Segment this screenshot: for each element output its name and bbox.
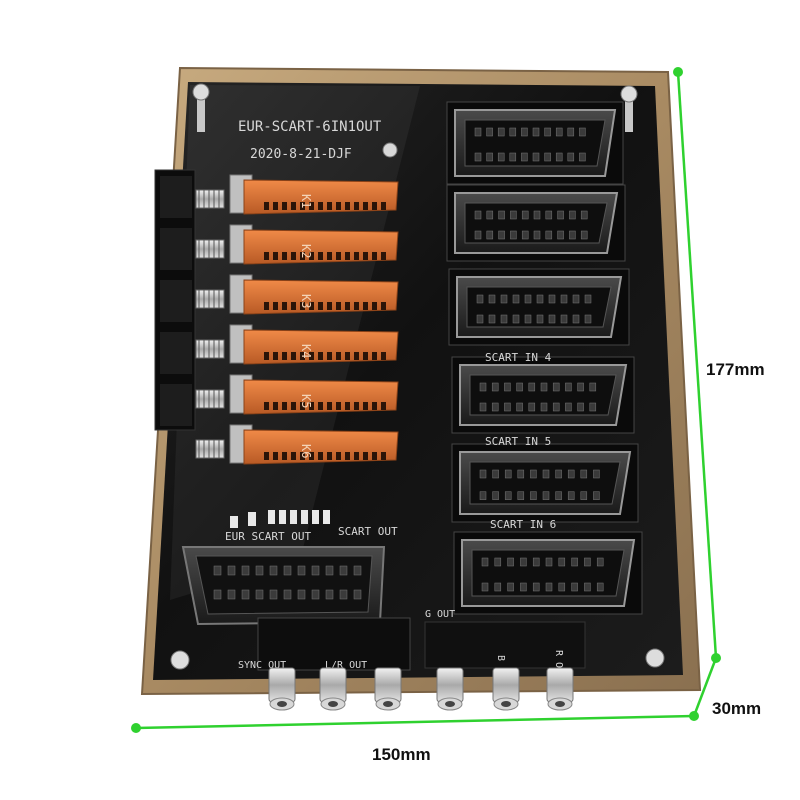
g-out-label: G OUT bbox=[425, 609, 455, 620]
scart-input-3 bbox=[448, 268, 630, 346]
scart-input-5 bbox=[451, 443, 639, 523]
rca-jack-2[interactable] bbox=[319, 667, 347, 711]
scart-input-2 bbox=[446, 184, 626, 262]
switch-k2[interactable]: K2 bbox=[195, 224, 399, 265]
scart-input-6 bbox=[453, 531, 643, 615]
rca-jack-6[interactable] bbox=[546, 667, 574, 711]
input-label-6: SCART IN 6 bbox=[490, 518, 556, 531]
switch-k5[interactable]: K5 bbox=[195, 374, 399, 415]
scart-input-1 bbox=[446, 101, 624, 185]
switch-label: K3 bbox=[299, 294, 313, 308]
rca-jack-1[interactable] bbox=[268, 667, 296, 711]
sync-out-label: SYNC OUT bbox=[238, 660, 286, 671]
rca-jack-5[interactable] bbox=[492, 667, 520, 711]
switch-k4[interactable]: K4 bbox=[195, 324, 399, 365]
eur-scart-out-label: EUR SCART OUT bbox=[225, 530, 311, 543]
switch-label: K5 bbox=[299, 394, 313, 408]
date-label: 2020-8-21-DJF bbox=[250, 147, 352, 162]
switch-label: K4 bbox=[299, 344, 313, 358]
resistor-row bbox=[230, 510, 330, 528]
input-label-5: SCART IN 5 bbox=[485, 435, 551, 448]
switch-k3[interactable]: K3 bbox=[195, 274, 399, 315]
width-dimension: 150mm bbox=[372, 745, 431, 764]
scart-input-group bbox=[446, 101, 643, 615]
corner-standoffs bbox=[170, 83, 665, 670]
dimension-lines bbox=[131, 67, 721, 733]
lr-out-label: L/R OUT bbox=[325, 660, 367, 671]
switch-label: K1 bbox=[299, 194, 313, 208]
scart-input-4 bbox=[451, 356, 635, 434]
rca-jack-4[interactable] bbox=[436, 667, 464, 711]
scart-out-label: SCART OUT bbox=[338, 525, 398, 538]
left-port-block bbox=[154, 169, 196, 431]
model-label: EUR-SCART-6IN1OUT bbox=[238, 119, 382, 135]
depth-dimension: 30mm bbox=[712, 699, 761, 718]
r-out-label: R OUT bbox=[553, 650, 564, 680]
switch-label: K6 bbox=[299, 444, 313, 458]
switch-label: K2 bbox=[299, 244, 313, 258]
input-label-4: SCART IN 4 bbox=[485, 351, 552, 364]
height-dimension: 177mm bbox=[706, 360, 765, 379]
bottom-header-strip bbox=[257, 617, 586, 671]
scart-output-connector bbox=[181, 546, 386, 626]
switch-k1[interactable]: K1 bbox=[195, 174, 399, 215]
rca-jack-3[interactable] bbox=[374, 667, 402, 711]
rca-jack-group bbox=[268, 667, 574, 711]
switch-k6[interactable]: K6 bbox=[195, 424, 399, 465]
